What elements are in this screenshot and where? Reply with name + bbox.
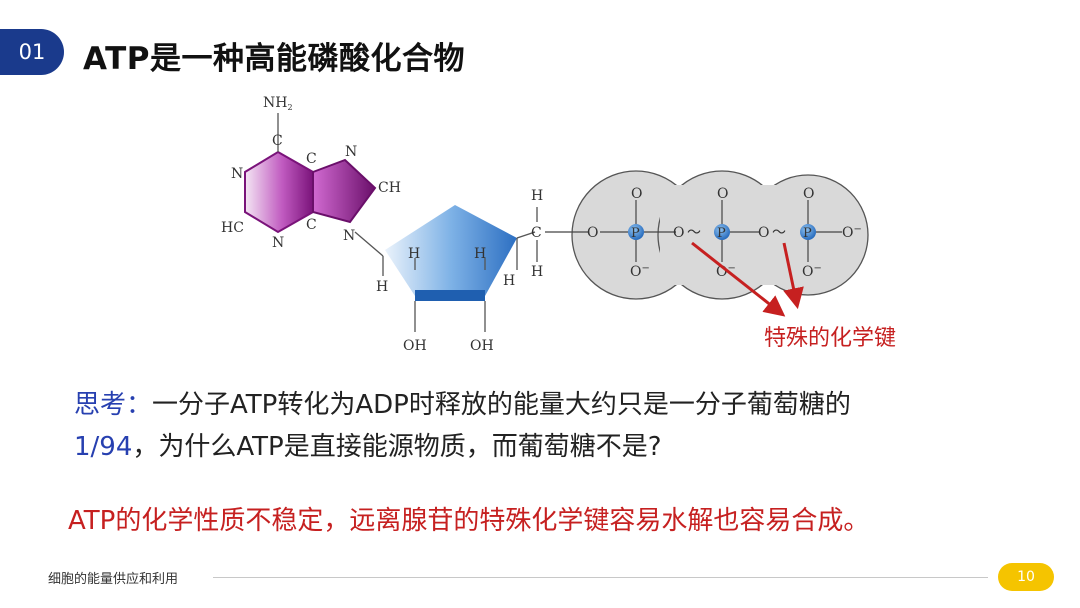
question-line-2: ，为什么ATP是直接能源物质，而葡萄糖不是?: [132, 432, 662, 462]
ribose-front-edge: [415, 290, 485, 301]
phosphate-group: H C H O P O ～ P O ～ P O− O O O O− O− O−: [531, 170, 869, 300]
glycosidic-bond: [354, 231, 384, 257]
o-link-1: O: [587, 225, 598, 241]
high-energy-bond-2: ～: [772, 225, 786, 241]
section-number-badge: 01: [0, 29, 64, 75]
o-bottom-1: O−: [630, 263, 650, 280]
arrow-to-bond-2: [782, 242, 804, 310]
special-bond-label: 特殊的化学键: [764, 326, 896, 351]
footer-divider: [213, 577, 988, 578]
n-ring-top-label: N: [345, 144, 357, 160]
question-fraction: 1/94: [74, 432, 133, 462]
ribose-h-right: H: [503, 273, 515, 289]
ribose-oh-right: OH: [470, 338, 494, 354]
question-prefix: 思考：: [74, 390, 153, 420]
adenine-five-ring: [312, 158, 377, 224]
o-top-1: O: [631, 186, 642, 202]
o-end: O−: [842, 224, 862, 241]
n-bottom-label: N: [272, 235, 284, 251]
bond-annotation-arrows: [691, 241, 804, 317]
ribose-h-inner-right: H: [474, 246, 486, 262]
page-number-badge: 10: [998, 563, 1054, 591]
o-link-3: O: [758, 225, 769, 241]
phosphorus-2: [714, 224, 730, 240]
question-line-1: 一分子ATP转化为ADP时释放的能量大约只是一分子葡萄糖的: [152, 390, 851, 420]
answer-text: ATP的化学性质不稳定，远离腺苷的特殊化学键容易水解也容易合成。: [68, 506, 870, 536]
ch2-h-bottom: H: [531, 264, 543, 280]
phosphorus-3: [800, 224, 816, 240]
footer-course-title: 细胞的能量供应和利用: [48, 572, 179, 587]
hc-label: HC: [221, 220, 244, 236]
o-top-2: O: [717, 186, 728, 202]
nh2-label: NH2: [263, 95, 293, 112]
p-label-2: P: [717, 226, 726, 241]
p-label-1: P: [631, 226, 640, 241]
ribose-h-left: H: [376, 279, 388, 295]
ch-label: CH: [378, 180, 401, 196]
n-ring-bottom-label: N: [343, 228, 355, 244]
ch2-h-top: H: [531, 188, 543, 204]
c-mid-bottom-label: C: [306, 217, 317, 233]
high-energy-bond-1: ～: [687, 225, 701, 241]
question-paragraph: 思考：一分子ATP转化为ADP时释放的能量大约只是一分子葡萄糖的 1/94，为什…: [74, 384, 1034, 468]
ribose-pentagon: [385, 205, 517, 296]
ch2-c: C: [531, 225, 542, 241]
adenine-six-ring: [244, 150, 314, 234]
o-bottom-2: O−: [716, 263, 736, 280]
p-label-3: P: [803, 226, 812, 241]
ribose-group: H H H H OH OH: [376, 205, 536, 354]
o-link-2: O: [673, 225, 684, 241]
phosphorus-1: [628, 224, 644, 240]
o-bottom-3: O−: [802, 263, 822, 280]
o-top-3: O: [803, 186, 814, 202]
ribose-oh-left: OH: [403, 338, 427, 354]
atp-structure-diagram: NH2 C C C N HC N N CH N H H H H: [221, 95, 896, 354]
arrow-to-bond-1: [691, 241, 786, 317]
n-left-label: N: [231, 166, 243, 182]
page-title: ATP是一种高能磷酸化合物: [83, 41, 465, 77]
c-mid-top-label: C: [306, 151, 317, 167]
ribose-h-inner-left: H: [408, 246, 420, 262]
c-top-label: C: [272, 133, 283, 149]
adenine-group: NH2 C C C N HC N N CH N: [221, 95, 401, 257]
